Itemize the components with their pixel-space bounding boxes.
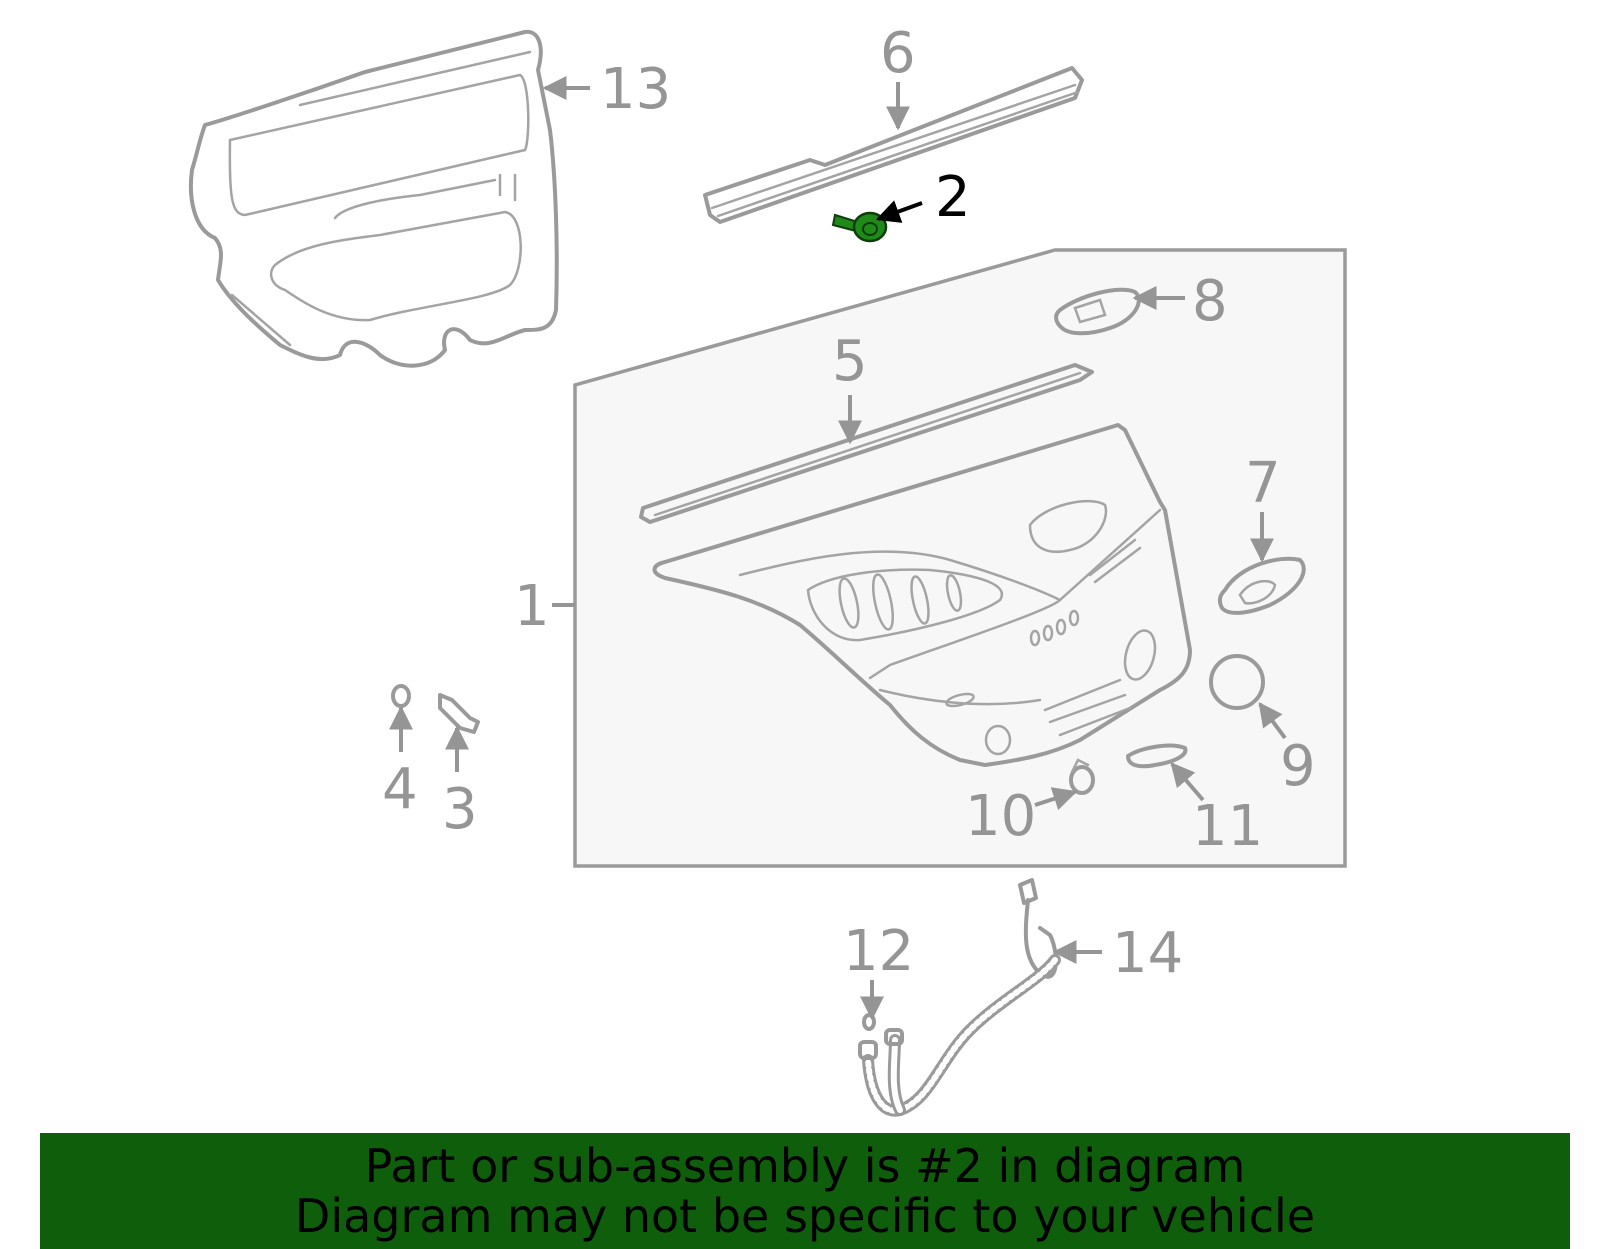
part-1-door-trim[interactable] (652, 423, 1192, 767)
part-9-plug[interactable] (1209, 654, 1265, 710)
part-10-clip[interactable] (1069, 758, 1095, 795)
callout-7: 7 (1245, 451, 1281, 516)
callout-13: 13 (600, 57, 671, 122)
callout-5: 5 (832, 329, 868, 394)
callout-9: 9 (1280, 734, 1316, 799)
callout-4: 4 (382, 757, 418, 822)
callout-10: 10 (965, 784, 1036, 849)
callout-8: 8 (1192, 269, 1228, 334)
banner-line-1: Part or sub-assembly is #2 in diagram (364, 1139, 1246, 1193)
callout-3: 3 (442, 777, 478, 842)
part-11-insert[interactable] (1126, 743, 1188, 769)
info-banner: Part or sub-assembly is #2 in diagram Di… (40, 1133, 1570, 1249)
part-5-weatherstrip[interactable] (639, 363, 1094, 524)
part-8-switch-bezel[interactable] (1054, 287, 1141, 336)
part-6-belt-molding[interactable] (703, 66, 1084, 224)
callout-2: 2 (935, 165, 971, 230)
leader-2 (875, 200, 923, 223)
callout-1: 1 (514, 574, 550, 639)
leader-9 (1258, 702, 1287, 740)
part-2-fastener[interactable] (831, 211, 888, 243)
callout-14: 14 (1112, 921, 1183, 986)
callout-11: 11 (1192, 794, 1263, 859)
assembly-panel (573, 248, 1347, 868)
callout-12: 12 (843, 919, 914, 984)
leader-10 (1034, 787, 1078, 811)
part-4-clip[interactable] (391, 684, 411, 708)
leader-11 (1170, 762, 1205, 802)
part-3-bracket[interactable] (438, 693, 480, 734)
part-13-trim-panel[interactable] (188, 29, 559, 368)
part-14-wiring-harness[interactable] (858, 878, 1061, 1117)
callout-6: 6 (880, 21, 916, 86)
banner-line-2: Diagram may not be specific to your vehi… (294, 1189, 1316, 1243)
